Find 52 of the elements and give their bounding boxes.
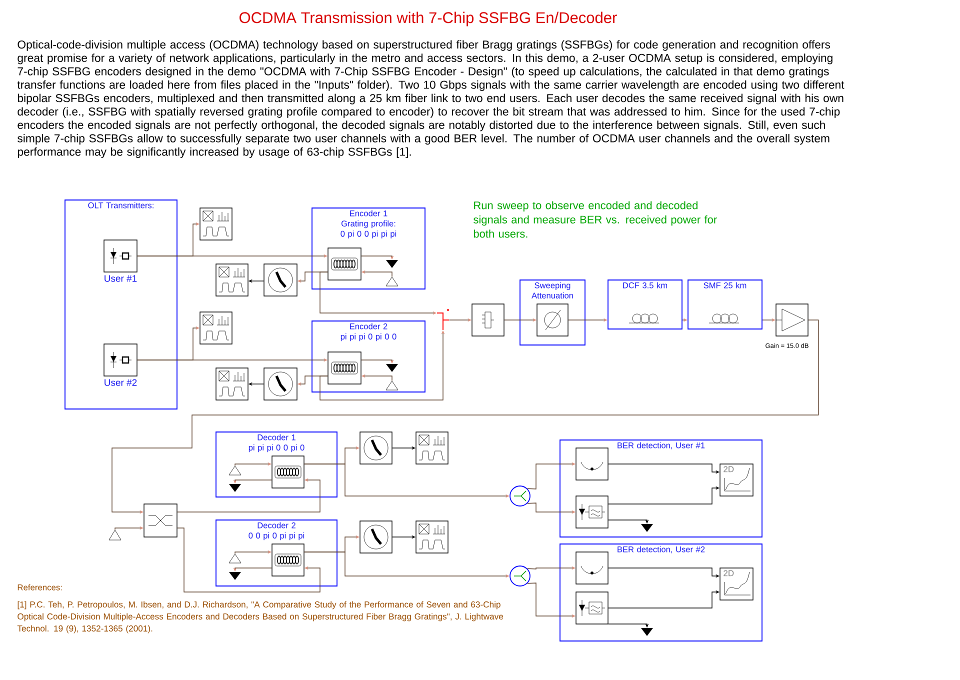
open-terminator	[108, 530, 122, 540]
ground-terminator	[386, 260, 398, 268]
description-text: Optical-code-division multiple access (OCDMA) technology based on superstructured fiber Bragg gratings (SSFBGs) for code generation and recognition offers great promise for a variety of network applications, particularly in the metro and access sectors. In this demo, a 2-user OCDMA setup is considered, employing 7-chip SSFBG encoders designed in the demo "OCDMA with 7-Chip SSFBG Encoder - Design" (to speed up calculations, the calculated in that demo gratings transfer functions are loaded here from files placed in the "Inputs" folder). Two 10 Gbps signals with the same carrier wavelength are encoded using two different bipolar SSFBGs encoders, multiplexed and then transmitted along a 25 km fiber link to two end users. Each user decodes the same received signal with his own decoder (i.e., SSFBG with spatially reversed grating profile compared to encoder) to recover the bit stream that was addressed to him. Since for the used 7-chip encoders the encoded signals are not perfectly orthogonal, the decoded signals are notably distorted due to the interference between signals. Still, even such simple 7-chip SSFBGs allow to successfully separate two user channels with a good BER level. The number of OCDMA user channels and the overall system performance may be significantly increased by usage of 63-chip SSFBGs [1].	[17, 40, 844, 158]
splitter	[510, 486, 530, 506]
ground-terminator	[641, 524, 653, 532]
grating-module	[272, 456, 304, 488]
plot-module: 2D	[720, 464, 754, 496]
spectrum-analyzer	[200, 208, 232, 240]
module-group: Encoder 1 Grating profile: 0 pi 0 0 pi pi pi	[312, 208, 426, 290]
grating-module	[328, 248, 362, 280]
module-group: Encoder 2 pi pi pi 0 pi 0 0	[312, 320, 426, 392]
ground-terminator	[229, 484, 241, 492]
fiber-module: SMF 25 km	[688, 280, 762, 330]
spectrum-analyzer	[200, 312, 232, 344]
open-terminator	[228, 466, 242, 476]
receiver	[576, 592, 608, 624]
ground-terminator	[229, 572, 241, 580]
scrambler-module	[472, 304, 504, 336]
references-heading: References:	[18, 584, 62, 590]
oscilloscope	[264, 368, 298, 400]
signal-combiner	[436, 309, 450, 330]
eye-analyzer	[576, 448, 608, 480]
attenuator	[536, 304, 568, 336]
spectrum-analyzer	[216, 264, 248, 296]
grating-module	[328, 352, 362, 384]
reference-text: [1] P.C. Teh, P. Petropoulos, M. Ibsen, and D.J. Richardson, "A Comparative Study of the Performance of Seven and 63-Chip Optical Code-Division Multiple-Access Encoders and Decoders Based on Superstructured Fiber Bragg Gratings", J. Lightwave Technol. 19 (9), 1352-1365 (2001).	[17, 601, 504, 634]
title: OCDMA Transmission with 7-Chip SSFBG En/Decoder	[240, 12, 617, 26]
receiver	[576, 496, 608, 528]
eye-analyzer	[576, 552, 608, 584]
splitter	[510, 566, 530, 586]
open-terminator	[386, 380, 398, 390]
ground-terminator	[386, 364, 398, 372]
fiber-module: DCF 3.5 km	[608, 280, 682, 330]
ground-terminator	[641, 628, 653, 636]
oscilloscope	[360, 432, 392, 464]
coupler	[144, 504, 178, 538]
open-terminator	[386, 276, 398, 286]
plot-module: 2D	[720, 568, 754, 600]
module-label: User #1	[104, 275, 137, 282]
spectrum-analyzer	[416, 520, 448, 554]
note-text: Run sweep to observe encoded and decoded signals and measure BER vs. received power for both users.	[474, 201, 717, 238]
grating-module	[272, 544, 304, 576]
open-terminator	[228, 554, 242, 564]
spectrum-analyzer	[216, 368, 248, 400]
module-label: User #2	[104, 379, 137, 386]
module-group: Decoder 1 pi pi pi 0 0 pi 0	[216, 432, 338, 498]
module-group: Decoder 2 0 0 pi 0 pi pi pi	[216, 520, 338, 586]
oscilloscope	[360, 520, 392, 554]
connector	[177, 528, 320, 592]
spectrum-analyzer	[416, 432, 448, 464]
module-group: Sweeping Attenuation	[520, 280, 586, 346]
oscilloscope	[264, 264, 298, 296]
